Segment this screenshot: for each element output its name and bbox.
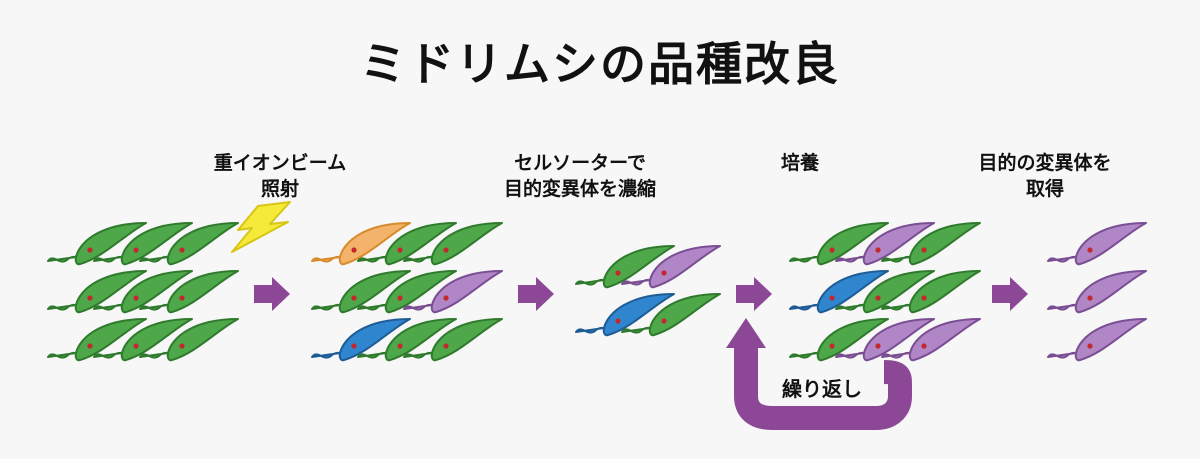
euglena-cell-icon [789, 318, 889, 362]
euglena-cell-icon [835, 222, 935, 266]
arrow-right-icon [254, 277, 290, 311]
step-label-irradiation: 重イオンビーム 照射 [170, 150, 390, 202]
eyespot [179, 247, 185, 253]
loop-label: 繰り返し [782, 377, 862, 401]
euglena-cell-icon [311, 270, 411, 314]
eyespot [179, 343, 185, 349]
euglena-cell-icon [403, 270, 503, 314]
step-label-line: 照射 [260, 178, 299, 200]
eyespot [133, 247, 139, 253]
eyespot [1087, 343, 1093, 349]
euglena-cell-icon [139, 270, 239, 314]
eyespot [397, 343, 403, 349]
eyespot [829, 295, 835, 301]
euglena-cell-icon [789, 270, 889, 314]
euglena-cell-icon [357, 270, 457, 314]
euglena-cell-icon [575, 245, 675, 289]
eyespot [1087, 295, 1093, 301]
euglena-cell-icon [47, 222, 147, 266]
eyespot [615, 318, 621, 324]
euglena-cell-icon [881, 270, 981, 314]
eyespot [921, 247, 927, 253]
eyespot [661, 318, 667, 324]
euglena-cell-icon [47, 318, 147, 362]
eyespot [133, 343, 139, 349]
step-label-line: 目的の変異体を [978, 152, 1112, 174]
euglena-cell-icon [881, 318, 981, 362]
eyespot [829, 343, 835, 349]
euglena-cell-icon [93, 222, 193, 266]
eyespot [351, 295, 357, 301]
step-label-line: 取得 [1025, 178, 1064, 200]
arrow-right-icon [736, 277, 772, 311]
euglena-cell-icon [881, 222, 981, 266]
eyespot [875, 343, 881, 349]
euglena-cell-icon [139, 318, 239, 362]
arrow-right-icon [518, 277, 554, 311]
euglena-cell-icon [357, 222, 457, 266]
eyespot [443, 247, 449, 253]
eyespot [875, 295, 881, 301]
step-label-line: 培養 [780, 152, 819, 174]
eyespot [351, 343, 357, 349]
euglena-cell-icon [1047, 222, 1147, 266]
euglena-cell-icon [403, 318, 503, 362]
eyespot [133, 295, 139, 301]
step-label-line: セルソーターで [514, 152, 646, 174]
eyespot [829, 247, 835, 253]
eyespot [615, 270, 621, 276]
eyespot [443, 295, 449, 301]
eyespot [397, 247, 403, 253]
euglena-cell-icon [311, 318, 411, 362]
euglena-cell-icon [139, 222, 239, 266]
step-label-sorting: セルソーターで 目的変異体を濃縮 [460, 150, 700, 202]
arrow-right-icon [992, 277, 1028, 311]
loop-arrow-icon [734, 345, 912, 430]
euglena-cell-icon [47, 270, 147, 314]
step-label-acquire: 目的の変異体を 取得 [935, 150, 1155, 202]
lightning-bolt-icon [231, 201, 291, 253]
euglena-cell-icon [1047, 318, 1147, 362]
eyespot [921, 343, 927, 349]
eyespot [351, 247, 357, 253]
eyespot [179, 295, 185, 301]
eyespot [87, 247, 93, 253]
euglena-cell-icon [403, 222, 503, 266]
euglena-cell-icon [835, 318, 935, 362]
eyespot [1087, 247, 1093, 253]
step-label-line: 重イオンビーム [213, 152, 347, 174]
step-label-culture: 培養 [740, 150, 860, 176]
euglena-cell-icon [835, 270, 935, 314]
euglena-cell-icon [311, 222, 411, 266]
eyespot [661, 270, 667, 276]
page-title: ミドリムシの品種改良 [360, 37, 840, 91]
euglena-cell-icon [1047, 270, 1147, 314]
eyespot [397, 295, 403, 301]
step-label-line: 目的変異体を濃縮 [503, 178, 656, 200]
eyespot [443, 343, 449, 349]
euglena-cell-icon [621, 245, 721, 289]
eyespot [87, 343, 93, 349]
euglena-cell-icon [93, 270, 193, 314]
euglena-cell-icon [93, 318, 193, 362]
loop-arrowhead [726, 318, 766, 348]
eyespot [875, 247, 881, 253]
eyespot [87, 295, 93, 301]
eyespot [921, 295, 927, 301]
euglena-cell-icon [789, 222, 889, 266]
euglena-cell-icon [621, 293, 721, 337]
euglena-cell-icon [575, 293, 675, 337]
euglena-cell-icon [357, 318, 457, 362]
